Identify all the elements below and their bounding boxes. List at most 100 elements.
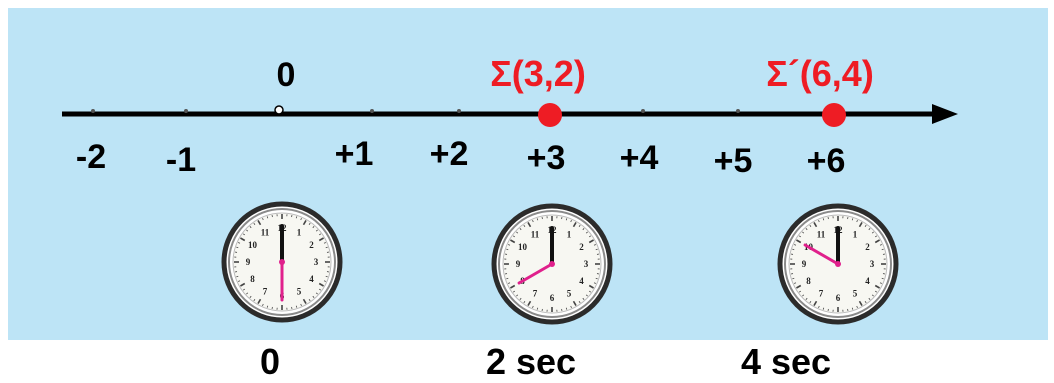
clock-tick <box>308 222 311 226</box>
clock-tick <box>312 226 315 229</box>
clock-tick <box>249 295 252 298</box>
clock-tick <box>809 300 812 304</box>
clock-inner-ring <box>784 210 892 318</box>
clock-tick <box>519 228 522 231</box>
clock-tick <box>879 282 883 284</box>
tick-label-plus-2: +2 <box>430 135 469 173</box>
clock-tick <box>236 275 239 278</box>
axis-arrowhead <box>932 104 958 124</box>
clock-numeral: 9 <box>246 257 251 267</box>
clock-numeral: 2 <box>309 240 314 250</box>
clock-tick <box>523 300 526 304</box>
clock-tick <box>858 300 863 306</box>
clock-tick <box>323 280 327 282</box>
clock-tick <box>325 275 328 278</box>
tick-label-plus-5: +5 <box>714 142 753 180</box>
clock-numeral: 5 <box>853 288 858 298</box>
clock-tick <box>813 300 818 306</box>
clock-tick <box>588 290 592 293</box>
clock-numeral: 6 <box>550 293 555 303</box>
clock-tick <box>570 305 572 309</box>
clock-numeral: 2 <box>865 242 870 252</box>
clock-tick <box>793 244 797 246</box>
clock-tick <box>809 224 812 228</box>
clock-tick <box>266 305 269 308</box>
clock-tick <box>572 222 577 228</box>
clock-center-pin <box>835 261 841 267</box>
clock-tick <box>512 235 516 238</box>
clock-time-2-sec: 121234567891011 <box>491 203 613 325</box>
point-sigma-marker <box>538 103 562 127</box>
clock-tick <box>798 290 802 293</box>
clock-tick <box>312 295 315 298</box>
clock-tick <box>868 228 871 231</box>
clock-tick <box>822 307 825 310</box>
clock-tick <box>242 288 246 291</box>
clock-tick <box>864 224 867 228</box>
clock-tick <box>796 239 802 244</box>
clock-tick <box>798 235 802 238</box>
clock-numeral: 10 <box>518 242 528 252</box>
clock-tick <box>266 216 269 219</box>
tick-dot <box>370 109 374 113</box>
clock-tick <box>246 292 249 295</box>
clock-center-pin <box>279 259 285 265</box>
clock-tick <box>323 242 327 244</box>
clock-tick <box>874 284 880 289</box>
clock-second-hand <box>517 262 554 285</box>
clock-tick <box>593 282 597 284</box>
clock-tick <box>325 246 328 249</box>
clock-numeral: 1 <box>853 230 858 240</box>
clock-tick <box>536 218 539 221</box>
clock-tick <box>851 307 854 310</box>
clock-numeral: 7 <box>533 288 538 298</box>
clock-tick <box>881 248 884 251</box>
clock-tick <box>527 222 532 228</box>
clock-tick <box>242 233 246 236</box>
tick-label-plus-3: +3 <box>527 139 566 177</box>
tick-dot <box>736 109 740 113</box>
clock-numeral: 11 <box>531 230 540 240</box>
clock-tick <box>300 303 302 307</box>
clock-tick <box>318 233 322 236</box>
tick-dot <box>184 109 188 113</box>
clock-numeral: 3 <box>314 257 319 267</box>
tick-dot <box>91 109 95 113</box>
clock-tick <box>516 231 519 234</box>
clock-tick <box>318 237 324 242</box>
clock-tick <box>856 305 858 309</box>
clock-tick <box>588 284 594 289</box>
time-label-4-sec: 4 sec <box>741 341 831 382</box>
clock-tick <box>527 300 532 306</box>
tick-label-minus-1: -1 <box>166 141 196 179</box>
clock-tick <box>315 229 318 232</box>
clock-tick <box>246 229 249 232</box>
clock-tick <box>507 282 511 284</box>
clock-tick <box>792 277 795 280</box>
clock-inner-ring <box>498 210 606 318</box>
clock-tick <box>262 303 264 307</box>
origin-label: 0 <box>277 56 296 94</box>
clock-tick <box>858 222 863 228</box>
clock-tick <box>302 298 307 304</box>
clock-tick <box>874 290 878 293</box>
clock-tick <box>253 222 256 226</box>
clock-tick <box>253 298 256 302</box>
clock-tick <box>874 235 878 238</box>
clock-tick <box>532 305 534 309</box>
clock-tick <box>510 239 516 244</box>
clock-tick <box>813 222 818 228</box>
clock-numeral: 10 <box>248 240 258 250</box>
origin-marker <box>274 105 284 115</box>
clock-tick <box>519 297 522 300</box>
time-label-0: 0 <box>260 341 280 382</box>
clock-tick <box>805 228 808 231</box>
clock-tick <box>237 242 241 244</box>
tick-dot <box>457 109 461 113</box>
clock-tick <box>506 248 509 251</box>
clock-tick <box>588 239 594 244</box>
clock-numeral: 5 <box>297 286 302 296</box>
clock-second-hand <box>803 243 840 266</box>
point-sigma-prime-label: Σ´(6,4) <box>766 53 874 94</box>
clock-numeral: 9 <box>802 259 807 269</box>
